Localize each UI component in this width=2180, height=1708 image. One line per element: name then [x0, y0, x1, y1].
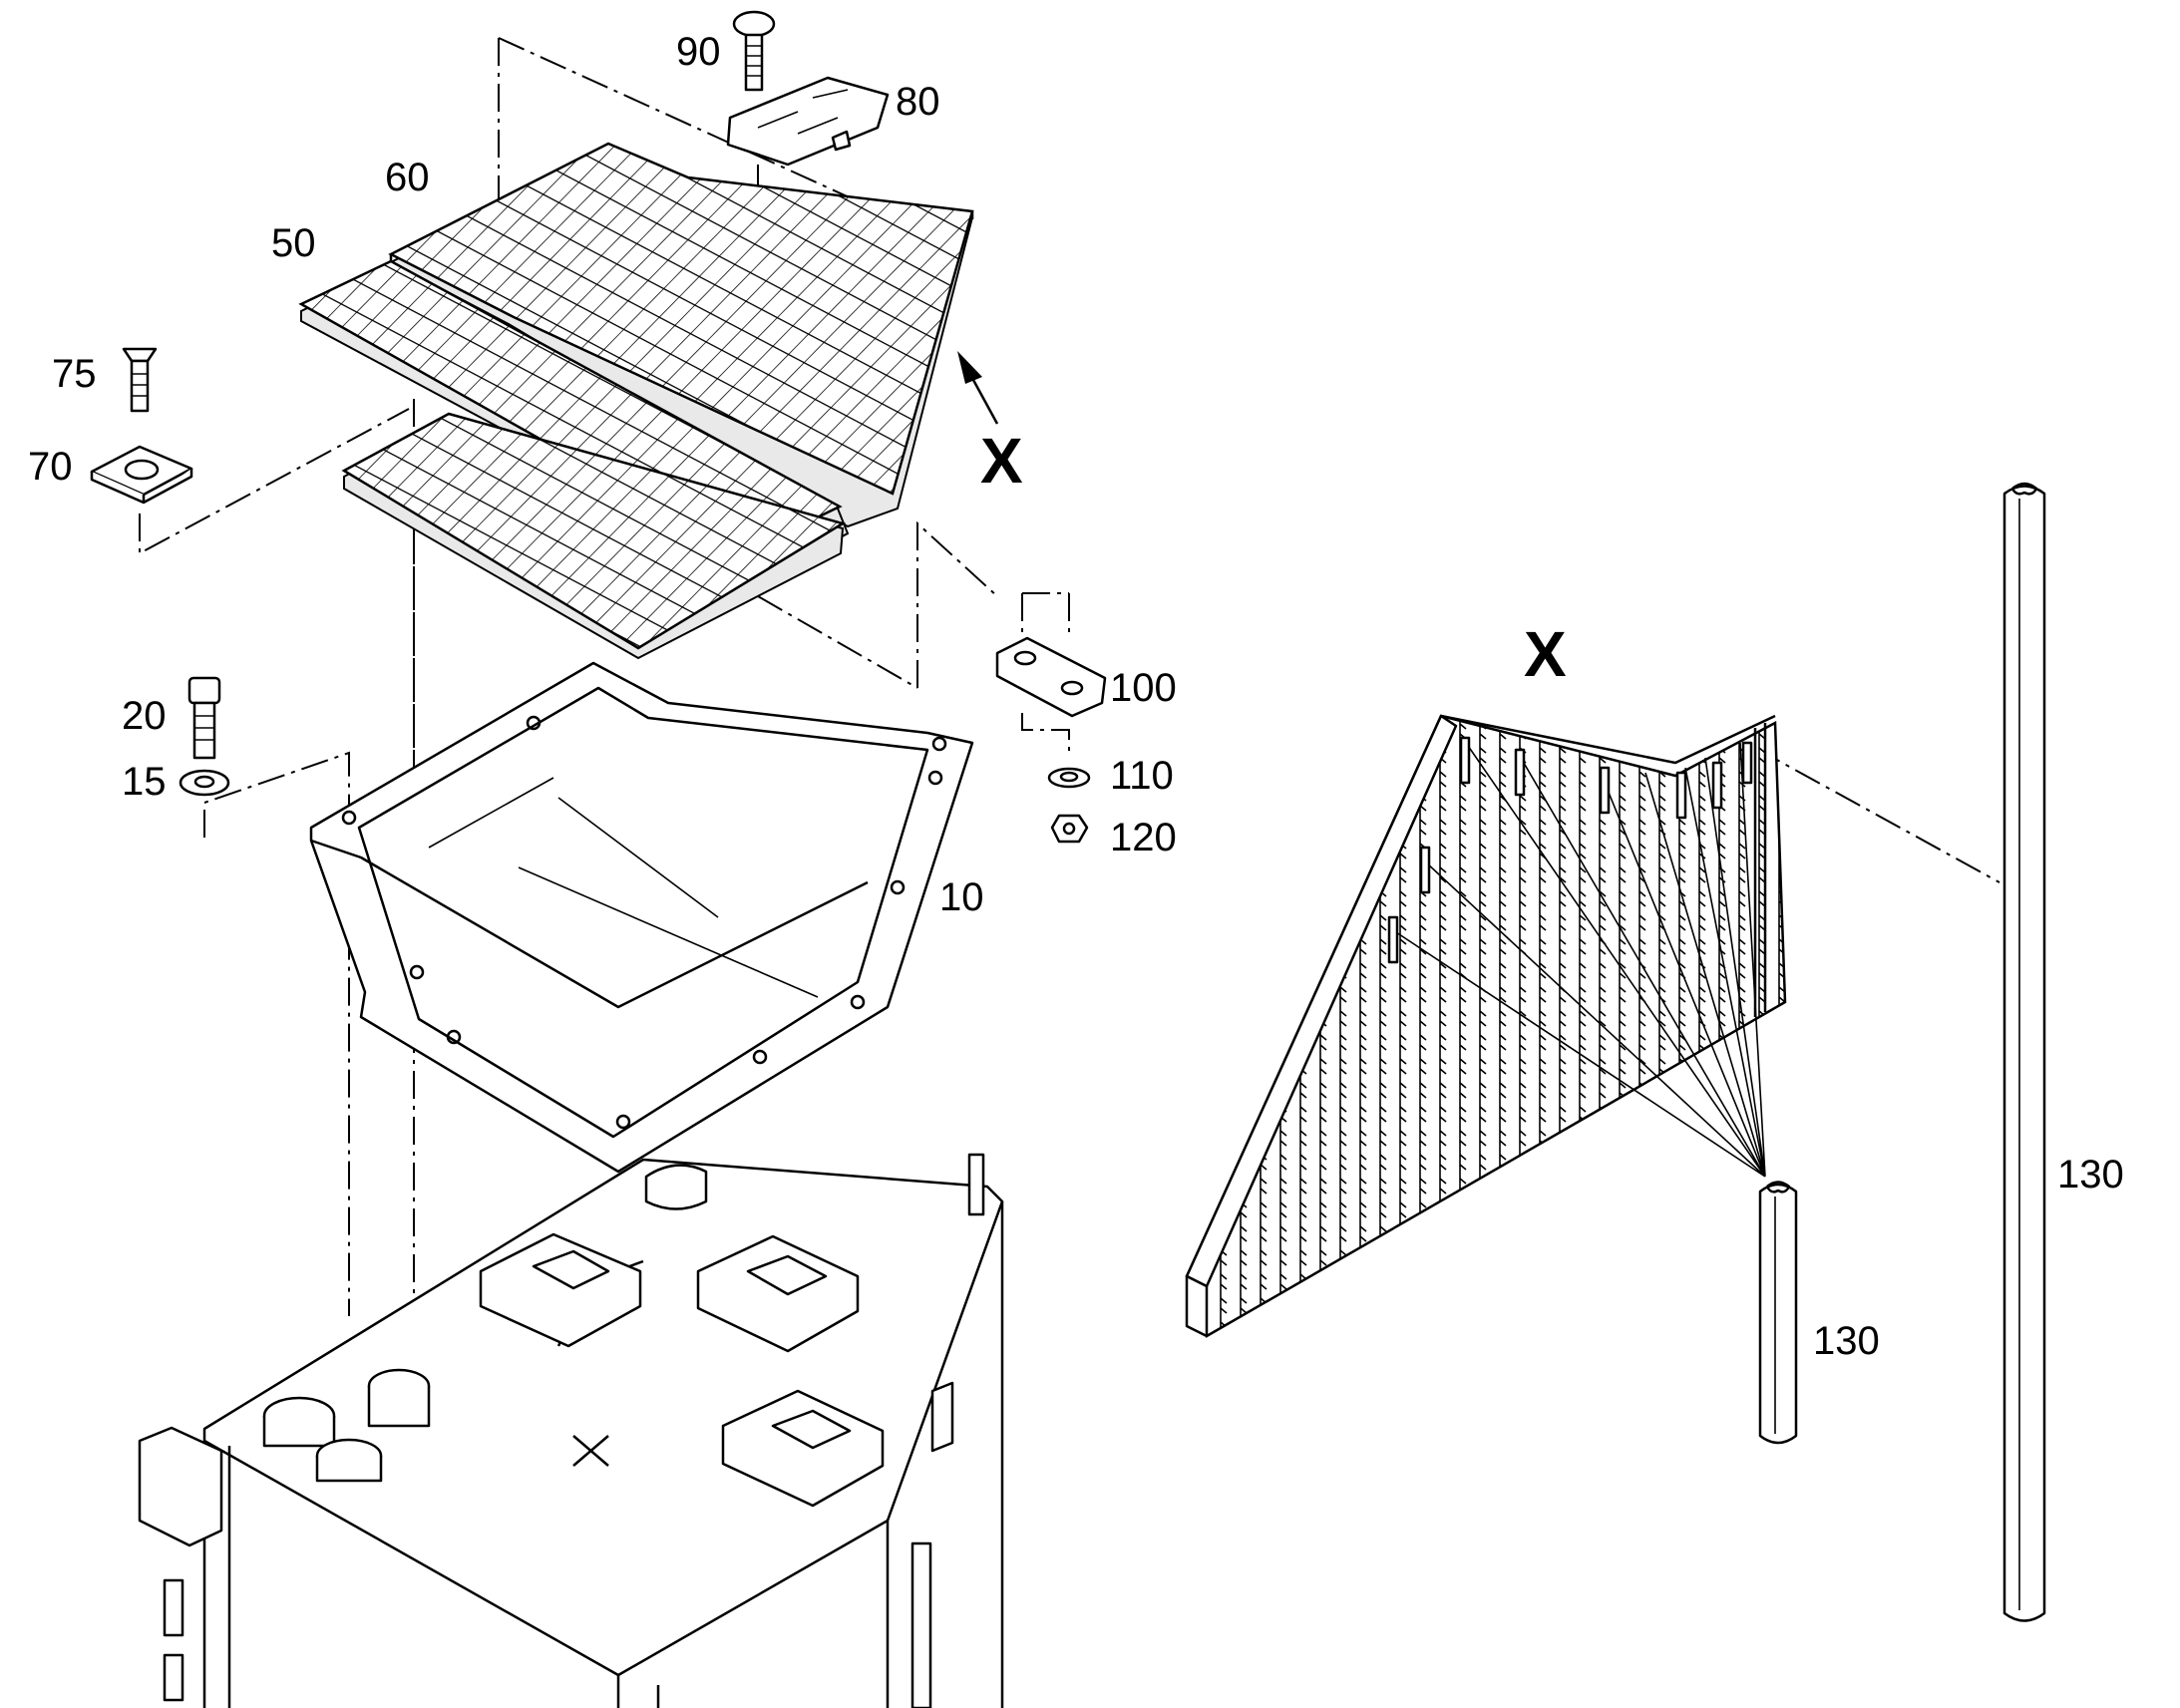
display-unit-3 [721, 1389, 885, 1508]
part-grating-lower [341, 412, 847, 660]
part-60-grating [388, 142, 974, 528]
part-90-bolt [732, 10, 776, 92]
part-100-plate [995, 636, 1107, 718]
label-part-130-short: 130 [1813, 1319, 1880, 1363]
part-10-frame [309, 661, 974, 1174]
part-110-washer [1047, 767, 1091, 789]
label-part-110: 110 [1110, 754, 1174, 798]
connector-knob [262, 1368, 431, 1483]
part-120-nut [1050, 814, 1089, 844]
part-20-screw [187, 676, 221, 760]
label-part-10: 10 [939, 875, 984, 919]
label-part-60: 60 [385, 156, 430, 199]
label-part-20: 20 [122, 694, 167, 738]
detail-x-grating [1185, 714, 1787, 1338]
view-x-arrow [957, 351, 999, 425]
part-130-rail-long [2002, 482, 2046, 1622]
label-part-130-long: 130 [2057, 1153, 2124, 1196]
part-130-rail-short [1758, 1181, 1798, 1445]
label-detail-x: X [1524, 618, 1567, 690]
part-15-washer [179, 769, 230, 797]
label-part-75: 75 [52, 352, 97, 396]
display-unit-2 [696, 1234, 860, 1353]
label-part-90: 90 [676, 30, 721, 74]
display-unit-1 [479, 1232, 642, 1348]
label-view-x-arrow: X [980, 425, 1023, 497]
label-part-120: 120 [1110, 816, 1177, 859]
part-70-washer [90, 445, 193, 505]
part-80-plate [726, 76, 890, 167]
part-75-bolt [122, 347, 158, 413]
label-part-70: 70 [28, 445, 73, 489]
label-part-80: 80 [896, 80, 940, 124]
label-part-50: 50 [271, 221, 316, 265]
label-part-15: 15 [122, 760, 167, 804]
label-part-100: 100 [1110, 666, 1177, 710]
